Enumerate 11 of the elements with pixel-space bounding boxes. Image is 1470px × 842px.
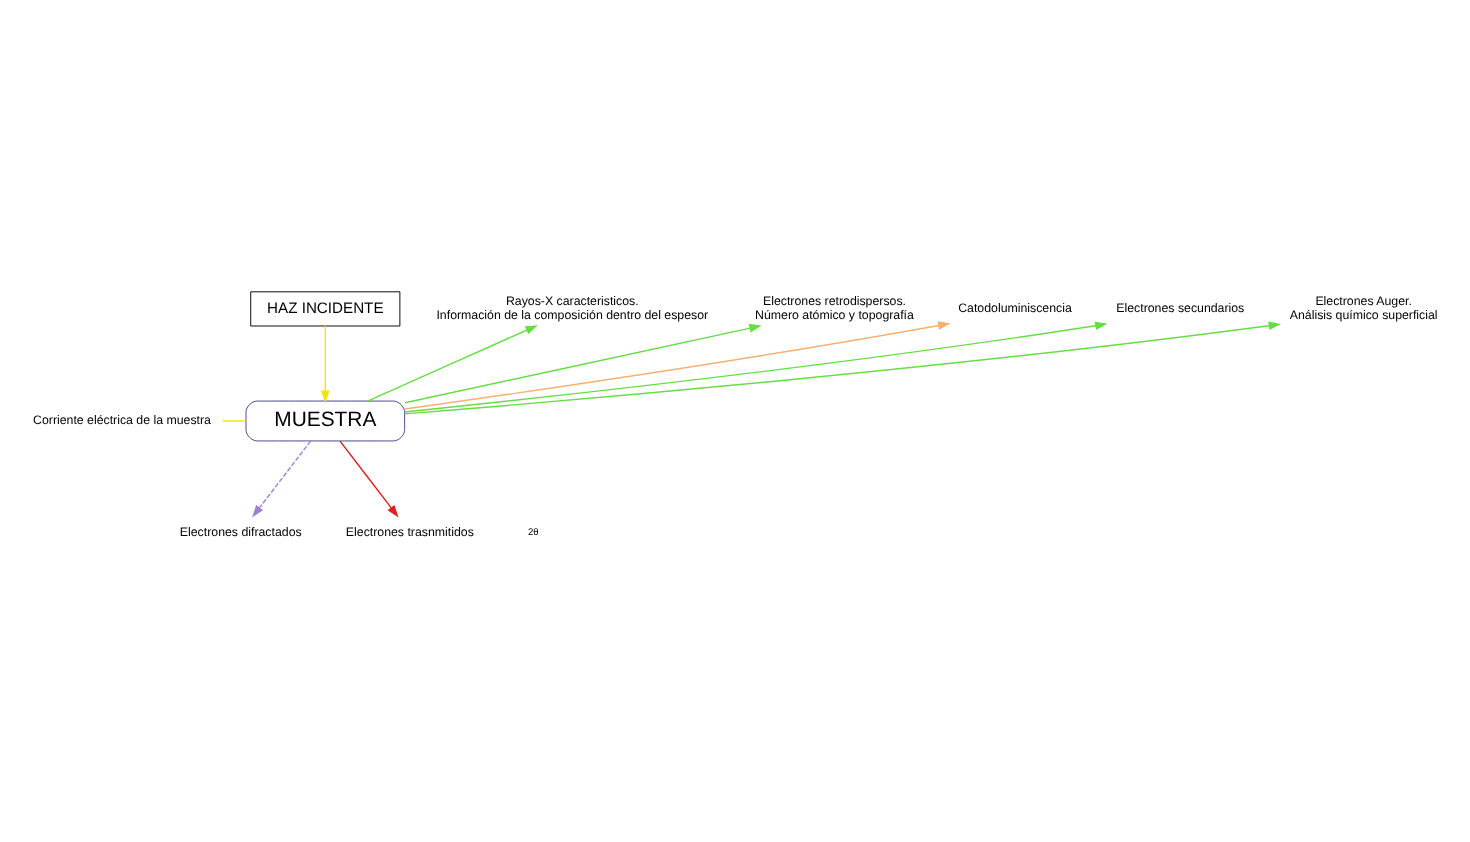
node-box: MUESTRA	[245, 400, 406, 442]
arrow	[252, 440, 312, 518]
arrow	[403, 321, 1108, 413]
connector	[221, 420, 247, 422]
arrow	[321, 325, 330, 403]
arrow	[404, 321, 951, 410]
arrow	[404, 321, 1281, 415]
arrow	[339, 440, 399, 518]
arrow	[404, 324, 762, 404]
node-box: HAZ INCIDENTE	[250, 291, 401, 327]
arrow	[367, 325, 538, 402]
